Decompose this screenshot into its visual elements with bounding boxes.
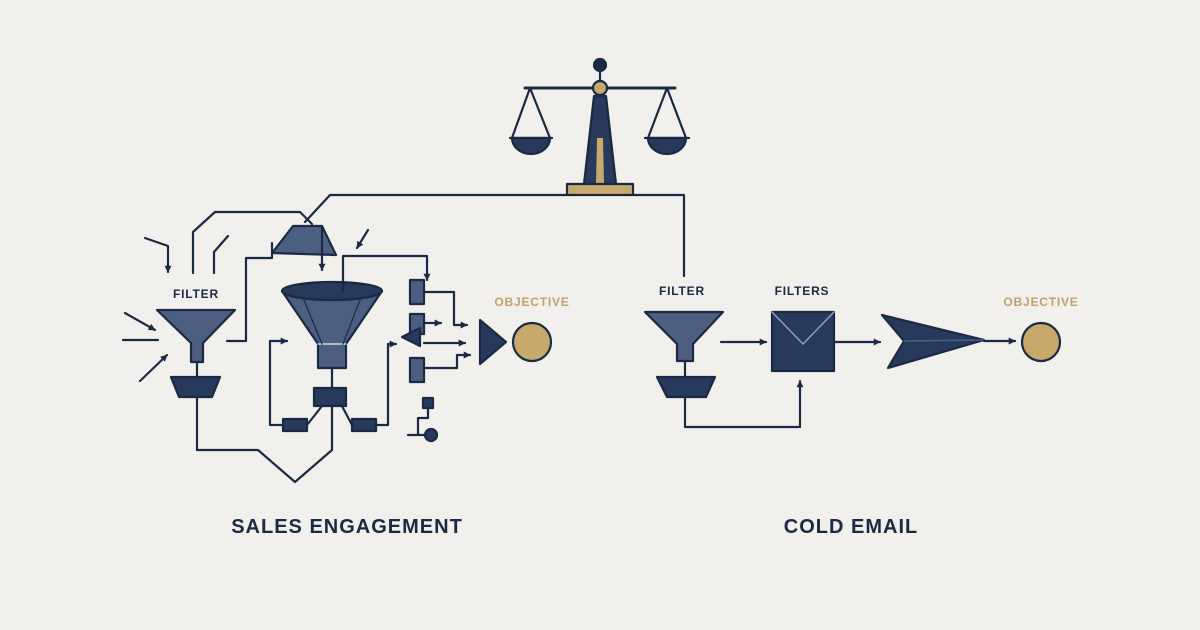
cold-email-filter-label: FILTER <box>659 284 705 298</box>
cold-email-objective-label: OBJECTIVE <box>1003 295 1079 309</box>
cold-email-funnel-icon <box>643 310 804 429</box>
cold-email-title: COLD EMAIL <box>783 516 919 538</box>
sales-engagement-filter-label: FILTER <box>173 287 219 301</box>
envelope-icon <box>770 310 882 373</box>
arrowhead-icon <box>880 313 1017 370</box>
input-arrows <box>121 228 370 383</box>
objective-circle-icon <box>511 321 553 363</box>
balance-scale-icon <box>508 57 691 197</box>
cold-email-filters-label: FILTERS <box>774 284 830 298</box>
sales-engagement-title: SALES ENGAGEMENT <box>231 516 463 538</box>
cold-email-objective-circle-icon <box>1020 321 1062 363</box>
mixing-funnel-icon <box>268 224 398 433</box>
sales-engagement-objective-label: OBJECTIVE <box>494 295 570 309</box>
funnel-icon <box>155 308 237 399</box>
scale-connector-lines <box>303 193 686 278</box>
splitter-icon <box>341 254 508 443</box>
